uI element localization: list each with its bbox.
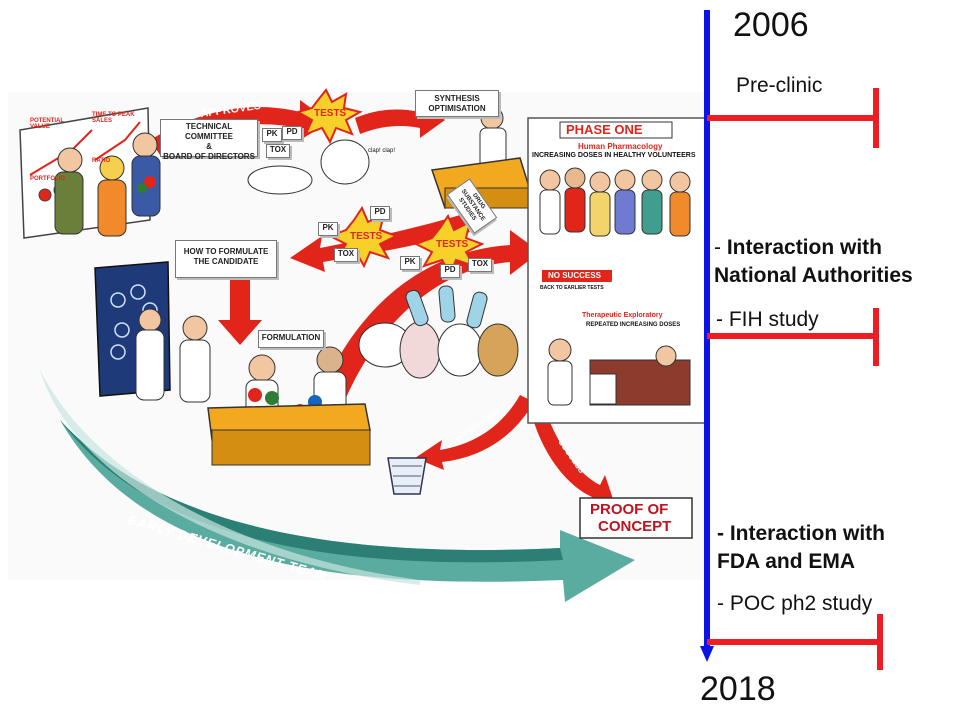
tests-label-2: TESTS bbox=[350, 231, 383, 242]
interaction1-line2: National Authorities bbox=[714, 264, 913, 287]
tests-label-1: TESTS bbox=[314, 108, 347, 119]
pk-tag-2: PK bbox=[318, 222, 338, 236]
volunteers bbox=[539, 167, 691, 237]
timeline-interaction-national: - Interaction with National Authorities bbox=[714, 234, 964, 290]
proof-of-concept-box bbox=[579, 497, 693, 539]
interaction1-line1: Interaction with bbox=[726, 236, 883, 259]
committee-line2: & bbox=[206, 142, 212, 151]
tox-tag-2: TOX bbox=[334, 248, 358, 262]
formulate-line2: THE CANDIDATE bbox=[193, 257, 259, 266]
interaction1-dash: - bbox=[714, 236, 727, 259]
tests-burst-1 bbox=[295, 88, 363, 145]
committee-line3: BOARD OF DIRECTORS bbox=[163, 152, 255, 161]
how-to-formulate-box: HOW TO FORMULATE THE CANDIDATE bbox=[175, 240, 277, 278]
phase-one-title: PHASE ONE bbox=[566, 122, 643, 137]
timeline-preclinic: Pre-clinic bbox=[736, 74, 823, 97]
timeline-fih-study: - FIH study bbox=[716, 308, 819, 331]
formulation-box: FORMULATION bbox=[258, 330, 324, 348]
no-success-flag bbox=[542, 270, 612, 282]
technical-committee-box: TECHNICAL COMMITTEE & BOARD OF DIRECTORS bbox=[160, 119, 258, 161]
patient-bed bbox=[547, 338, 691, 406]
timeline-poc-study: - POC ph2 study bbox=[717, 592, 873, 615]
formulate-line1: HOW TO FORMULATE bbox=[183, 247, 269, 256]
board-potential-value: POTENTIAL VALUE bbox=[30, 118, 64, 130]
board-time-to-peak: TIME TO PEAK SALES bbox=[92, 112, 135, 124]
tests-label-3: TESTS bbox=[436, 239, 469, 250]
timeline-interaction-fda: - Interaction with FDA and EMA bbox=[717, 520, 962, 576]
committee-line1: TECHNICAL COMMITTEE bbox=[185, 122, 233, 141]
interaction2-line2: FDA and EMA bbox=[717, 550, 856, 573]
board-ratio: RATIO bbox=[92, 158, 111, 164]
proof-of-concept-line2: CONCEPT bbox=[598, 518, 672, 535]
phase-one-subtitle: Human Pharmacology bbox=[578, 142, 663, 151]
no-success-label-1: NO SUCCESS bbox=[548, 271, 601, 280]
formulate-down-arrow bbox=[218, 275, 262, 345]
interaction2-line1: - Interaction with bbox=[717, 522, 885, 545]
no-success-down-arrow bbox=[415, 395, 534, 470]
timeline-markers bbox=[707, 88, 883, 670]
board-portfolio: PORTFOLIO bbox=[30, 176, 65, 182]
timeline-end-year: 2018 bbox=[700, 670, 776, 708]
tox-tag-3: TOX bbox=[468, 258, 492, 272]
exploratory-label: Therapeutic Exploratory bbox=[582, 312, 663, 319]
tox-tag-1: TOX bbox=[266, 144, 290, 158]
timeline-arrowhead bbox=[700, 646, 714, 662]
exploratory-desc: REPEATED INCREASING DOSES bbox=[586, 322, 681, 328]
proof-of-concept-line1: PROOF OF bbox=[590, 501, 669, 518]
approves-arrow bbox=[150, 100, 330, 155]
pd-tag-2: PD bbox=[370, 206, 390, 220]
synthesis-optimisation-box: SYNTHESIS OPTIMISATION bbox=[415, 90, 499, 117]
pk-tag-3: PK bbox=[400, 256, 420, 270]
tests-burst-3 bbox=[413, 213, 485, 277]
phase-one-desc: INCREASING DOSES IN HEALTHY VOLUNTEERS bbox=[532, 152, 696, 159]
pk-tag-1: PK bbox=[262, 128, 282, 142]
pd-tag-1: PD bbox=[282, 126, 302, 140]
timeline-start-year: 2006 bbox=[733, 6, 809, 44]
no-success-sub-1: BACK TO EARLIER TESTS bbox=[540, 285, 604, 291]
trash-bin-icon bbox=[387, 457, 427, 495]
clap-label: clap! clap! bbox=[368, 148, 396, 154]
test-animals bbox=[247, 139, 519, 379]
pd-tag-3: PD bbox=[440, 264, 460, 278]
success-arrow-2 bbox=[532, 410, 615, 505]
